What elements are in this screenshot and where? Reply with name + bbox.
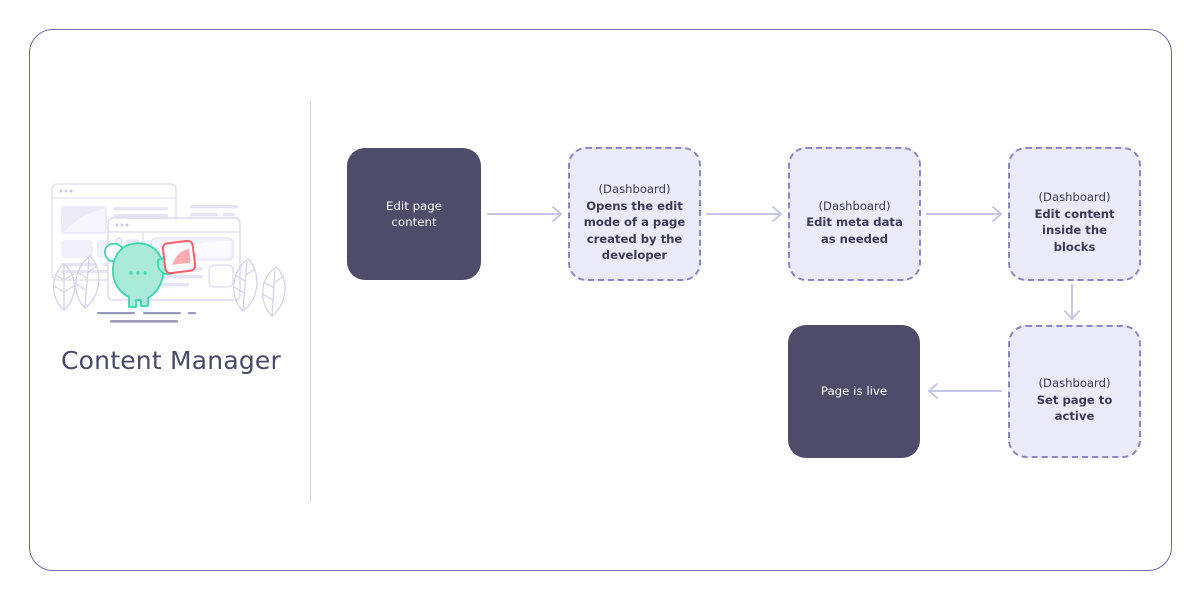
vertical-divider [310, 102, 312, 502]
node-opens-edit-mode[interactable]: (Dashboard) Opens the edit mode of a page… [568, 147, 701, 281]
node-edit-page-content[interactable]: Edit page content [347, 148, 481, 280]
content-manager-illustration-icon [40, 180, 302, 345]
node-label: (Dashboard)Edit content inside the block… [1027, 173, 1121, 256]
node-lead: (Dashboard) [598, 182, 671, 196]
node-body: Set page to active [1036, 392, 1113, 424]
node-lead: (Dashboard) [1038, 190, 1111, 205]
node-label: (Dashboard) Set page to active [1030, 359, 1120, 425]
node-label: Edit page content [385, 198, 443, 230]
node-set-page-active[interactable]: (Dashboard) Set page to active [1008, 325, 1141, 458]
page-title: Content Manager [61, 346, 281, 375]
left-panel: Content Manager [40, 180, 302, 410]
node-label: (Dashboard) Edit meta data as needed [799, 181, 910, 247]
node-edit-meta-data[interactable]: (Dashboard) Edit meta data as needed [788, 147, 921, 281]
node-body: Edit content inside the blocks [1034, 206, 1115, 254]
node-lead: (Dashboard) [1038, 376, 1111, 390]
node-page-is-live[interactable]: Page is live [788, 325, 920, 458]
node-label: (Dashboard) Opens the edit mode of a page… [577, 165, 692, 264]
node-label: Page is live [820, 384, 888, 399]
node-body: Opens the edit mode of a page created by… [583, 198, 686, 263]
node-lead: (Dashboard) [818, 198, 891, 213]
node-body: Edit meta data as needed [806, 215, 903, 246]
node-edit-content-blocks[interactable]: (Dashboard)Edit content inside the block… [1008, 147, 1141, 281]
